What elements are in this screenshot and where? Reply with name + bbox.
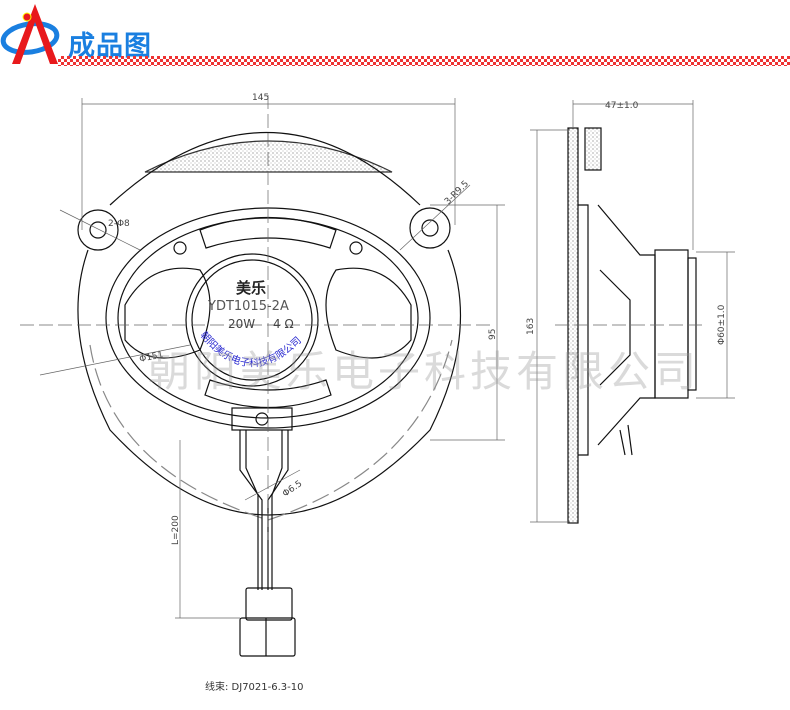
hole-dim: 2-Φ8	[108, 219, 130, 229]
radius-dim: 3-R9.5	[443, 179, 471, 207]
impedance-label: 4 Ω	[273, 317, 294, 331]
power-label: 20W	[228, 317, 255, 331]
width-dim: 145	[252, 93, 269, 103]
magnet-dim: Φ60±1.0	[717, 304, 727, 345]
total-dim: 163	[526, 318, 536, 335]
model-label: YDT1015-2A	[207, 299, 289, 314]
wire-dim: Φ6.5	[281, 479, 304, 499]
length-dim: L=200	[171, 515, 181, 545]
height-dim: 95	[488, 329, 498, 340]
watermark: 朝阳美乐电子科技有限公司	[148, 347, 701, 396]
dimension-lines	[20, 95, 735, 619]
front-view	[77, 127, 697, 657]
brand-label: 美乐	[236, 279, 266, 297]
harness-label: 线束: DJ7021-6.3-10	[205, 682, 304, 693]
header-divider	[58, 56, 790, 66]
cap-dim: Φ151	[139, 350, 165, 365]
company-logo	[0, 4, 60, 64]
depth-dim: 47±1.0	[605, 101, 639, 111]
